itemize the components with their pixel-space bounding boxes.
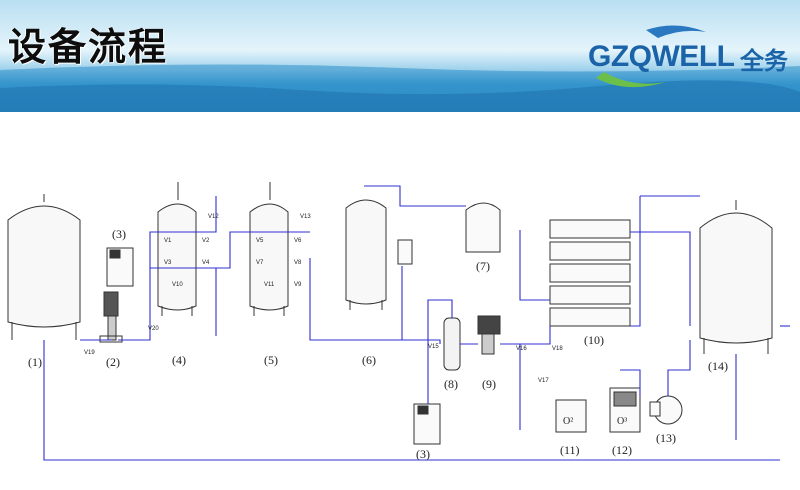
precision-filter (443, 317, 461, 371)
svg-text:V19: V19 (84, 350, 95, 356)
softener-tank (345, 199, 413, 310)
ro-membrane-stack (549, 219, 631, 327)
raw-water-tank (7, 194, 81, 340)
label-7: (7) (476, 259, 490, 273)
label-2: (2) (106, 355, 120, 369)
brand-name: GZQWELL (588, 40, 735, 73)
brand-logo: GZQWELL 全务 (586, 22, 796, 92)
dosing-tank-bottom (413, 403, 441, 445)
svg-text:V7: V7 (256, 260, 264, 266)
svg-text:V1: V1 (164, 238, 172, 244)
label-14: (14) (708, 359, 728, 373)
product-water-tank (699, 200, 773, 354)
label-13: (13) (656, 431, 676, 445)
svg-text:V17: V17 (538, 378, 549, 384)
svg-text:V20: V20 (148, 326, 159, 332)
brand-suffix: 全务 (740, 47, 788, 75)
svg-text:V6: V6 (294, 238, 302, 244)
raw-water-pump (99, 291, 123, 343)
mixing-pump (649, 395, 683, 425)
sea-background (0, 0, 800, 112)
oxygen-label: O² (563, 416, 573, 427)
svg-text:V16: V16 (516, 346, 527, 352)
label-10: (10) (584, 333, 604, 347)
header-banner: 设备流程 GZQWELL 全务 (0, 0, 800, 112)
svg-text:V15: V15 (428, 344, 439, 350)
label-3-top: (3) (112, 227, 126, 241)
svg-text:V13: V13 (300, 214, 311, 220)
label-11: (11) (560, 443, 580, 457)
ozone-label: O³ (617, 416, 627, 427)
svg-text:V18: V18 (552, 346, 563, 352)
carbon-filter (249, 182, 289, 316)
label-9: (9) (482, 377, 496, 391)
label-5: (5) (264, 353, 278, 367)
label-3-bottom: (3) (416, 447, 430, 461)
oxygen-generator (555, 399, 587, 433)
page-title: 设备流程 (8, 24, 169, 69)
ozone-generator (609, 387, 641, 433)
high-pressure-pump (477, 315, 501, 355)
svg-text:V11: V11 (264, 282, 275, 288)
sand-filter (157, 182, 197, 316)
process-flow-diagram: (1) (2) (3) (4) (5) (6) (7) (8) (9) (10)… (7, 182, 790, 461)
svg-text:V5: V5 (256, 238, 264, 244)
svg-text:V9: V9 (294, 282, 302, 288)
label-6: (6) (362, 353, 376, 367)
svg-text:V10: V10 (172, 282, 183, 288)
valve-labels: V1 V2 V3 V4 V5 V6 V7 V8 V9 V10 V11 V12 V… (84, 214, 563, 384)
svg-text:V12: V12 (208, 214, 219, 220)
logo-swoosh-icon (596, 25, 706, 88)
svg-text:V2: V2 (202, 238, 210, 244)
label-1: (1) (28, 355, 42, 369)
svg-text:V3: V3 (164, 260, 172, 266)
pipe-network (43, 185, 790, 461)
label-4: (4) (172, 353, 186, 367)
equipment-labels: (1) (2) (3) (4) (5) (6) (7) (8) (9) (10)… (28, 227, 728, 461)
svg-text:V4: V4 (202, 260, 210, 266)
dosing-tank-top (106, 247, 134, 287)
svg-text:V8: V8 (294, 260, 302, 266)
label-8: (8) (444, 377, 458, 391)
label-12: (12) (612, 443, 632, 457)
brine-tank (465, 202, 501, 253)
